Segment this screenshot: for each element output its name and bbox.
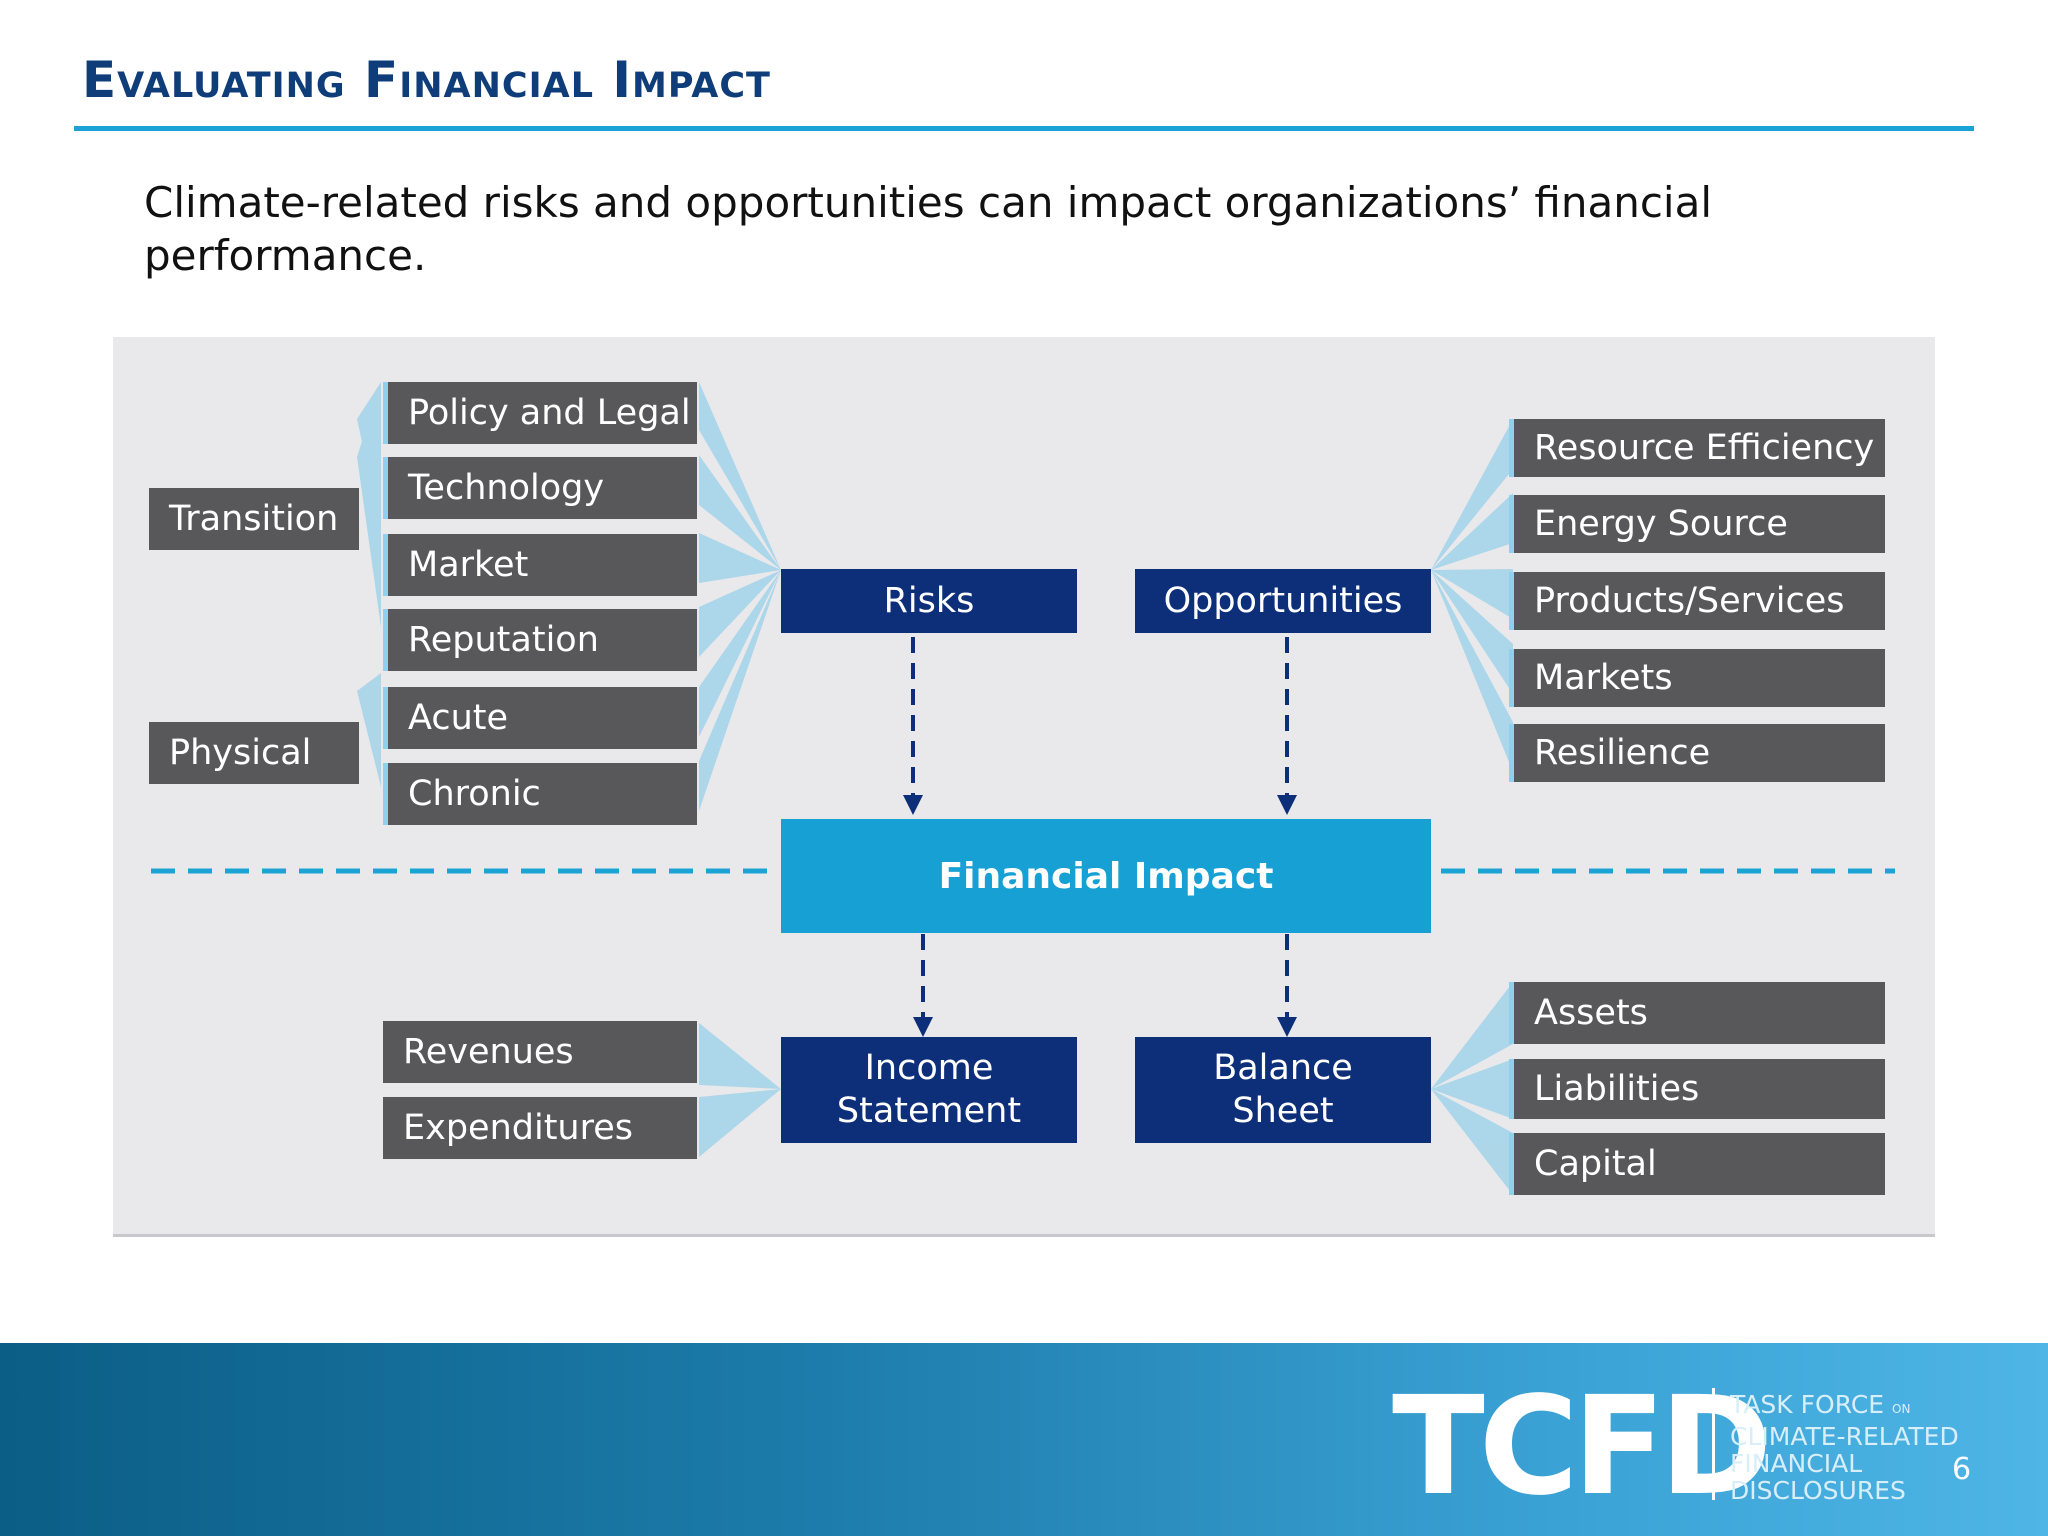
balance-sheet-line-2: Sheet [1232, 1091, 1334, 1131]
diagram-connectors [151, 382, 1895, 1195]
slide-title: Evaluating Financial Impact [82, 51, 771, 109]
risk-item-reputation: Reputation [383, 609, 697, 671]
organization-name: TASK FORCE ON CLIMATE-RELATED FINANCIAL … [1730, 1391, 1959, 1504]
income-item-revenues: Revenues [383, 1021, 697, 1083]
page-number: 6 [1952, 1452, 1972, 1487]
balance-sheet-box: Balance Sheet [1135, 1037, 1431, 1143]
balance-sheet-line-1: Balance [1213, 1048, 1353, 1088]
income-item-expenditures: Expenditures [383, 1097, 697, 1159]
org-line-2: CLIMATE-RELATED [1730, 1422, 1959, 1451]
risk-item-chronic: Chronic [383, 763, 697, 825]
org-line-1: TASK FORCE [1730, 1390, 1885, 1419]
org-line-on: ON [1892, 1402, 1911, 1416]
opportunity-item-energy-source: Energy Source [1509, 495, 1885, 553]
opportunities-box: Opportunities [1135, 569, 1431, 633]
logo-divider [1712, 1388, 1715, 1500]
fan-connectors [357, 382, 1513, 1195]
risk-item-policy-and-legal: Policy and Legal [383, 382, 697, 444]
org-line-3: FINANCIAL [1730, 1449, 1863, 1478]
financial-impact-box: Financial Impact [781, 819, 1431, 933]
opportunity-item-resilience: Resilience [1509, 724, 1885, 782]
slide-lead-text: Climate-related risks and opportunities … [144, 178, 1713, 280]
income-statement-box: Income Statement [781, 1037, 1077, 1143]
opportunity-item-products-services: Products/Services [1509, 572, 1885, 630]
balance-item-assets: Assets [1509, 982, 1885, 1044]
balance-item-liabilities: Liabilities [1509, 1059, 1885, 1119]
income-statement-line-2: Statement [836, 1091, 1022, 1131]
title-divider [74, 126, 1974, 131]
risk-item-market: Market [383, 534, 697, 596]
down-arrows [903, 637, 1297, 1037]
income-statement-line-1: Income [864, 1048, 994, 1088]
transition-box: Transition [149, 488, 359, 550]
risk-item-technology: Technology [383, 457, 697, 519]
balance-item-capital: Capital [1509, 1133, 1885, 1195]
risk-item-acute: Acute [383, 687, 697, 749]
footer-band [0, 1343, 2048, 1536]
opportunity-item-markets: Markets [1509, 649, 1885, 707]
risks-box: Risks [781, 569, 1077, 633]
tcfd-logo: TCFD [1392, 1368, 1772, 1526]
org-line-4: DISCLOSURES [1730, 1476, 1906, 1505]
physical-box: Physical [149, 722, 359, 784]
opportunity-item-resource-efficiency: Resource Efficiency [1509, 419, 1885, 477]
financial-impact-diagram: Transition Physical Policy and Legal Tec… [113, 337, 1935, 1237]
